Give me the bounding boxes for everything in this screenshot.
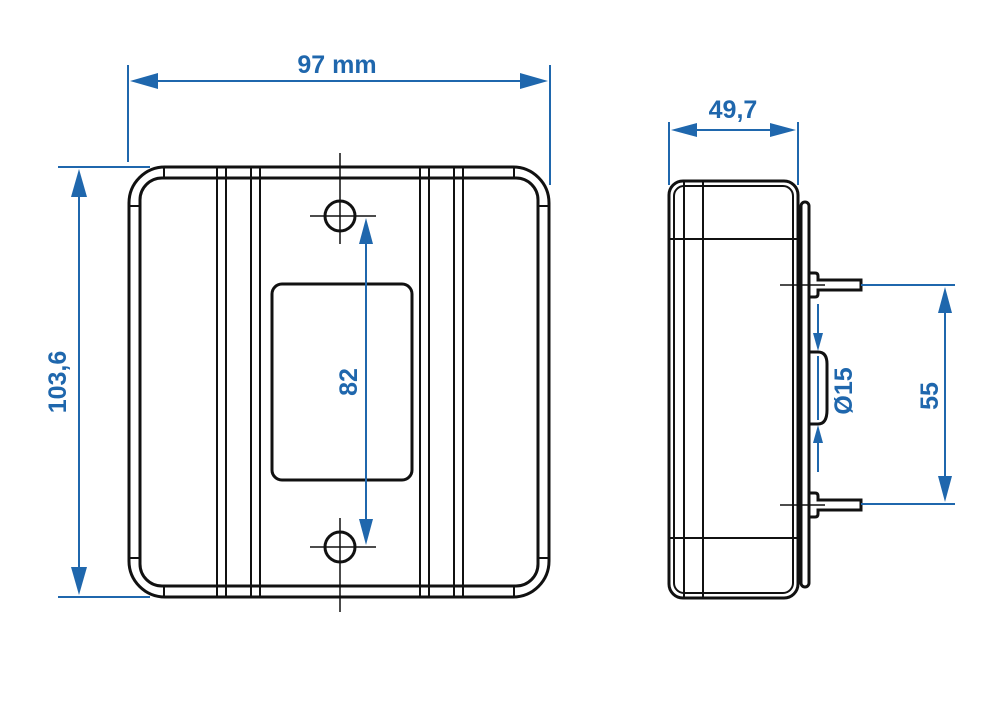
hole-spacing-label: 82 xyxy=(335,368,363,396)
dimension-diameter: Ø15 xyxy=(813,304,858,472)
front-inner-outline xyxy=(138,176,540,588)
side-outer-outline xyxy=(667,179,800,600)
dimension-bolt-spacing: 55 xyxy=(861,284,955,505)
dimension-depth: 49,7 xyxy=(668,96,799,185)
diameter-label: Ø15 xyxy=(830,367,858,414)
depth-label: 49,7 xyxy=(709,96,758,124)
dimension-width: 97 mm xyxy=(127,51,551,185)
width-label: 97 mm xyxy=(297,51,376,79)
front-view xyxy=(127,153,551,612)
bolt-spacing-label: 55 xyxy=(916,382,944,410)
height-label: 103,6 xyxy=(44,351,72,414)
dimension-height: 103,6 xyxy=(44,166,150,598)
back-plate xyxy=(799,200,811,589)
dimension-hole-spacing: 82 xyxy=(335,218,373,545)
cable-grommet xyxy=(809,350,829,426)
lens-window xyxy=(270,282,414,482)
